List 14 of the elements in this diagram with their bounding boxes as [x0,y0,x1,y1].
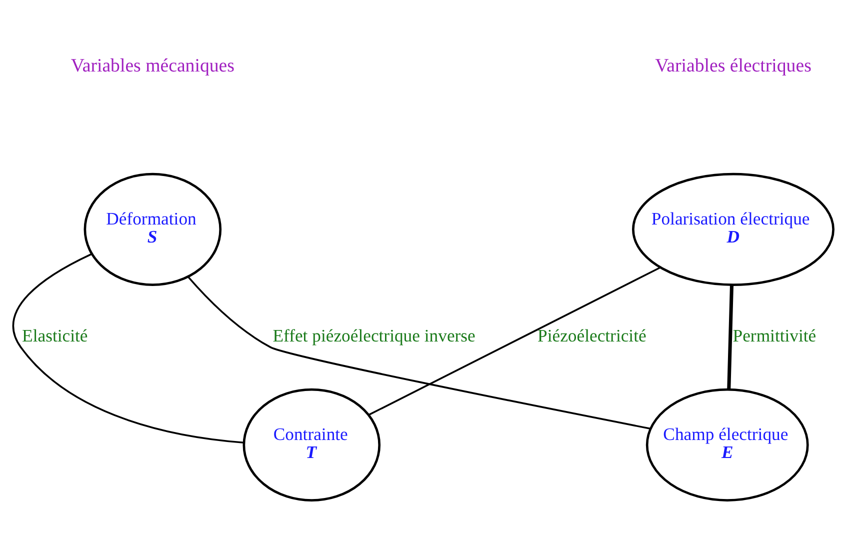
label: Variables mécaniques [70,54,234,76]
connector [368,266,661,416]
connector [12,252,244,443]
label: Variables électriques [655,54,812,76]
edge-label: Effet piézoélectrique inverse [272,324,476,345]
connector [188,276,650,430]
edge-label: Permittivité [732,324,816,345]
edge-label: Elasticité [22,324,88,345]
node-ellipse: Déformation S [84,172,222,286]
edge-label: Piézoélectricité [538,324,646,345]
connector [727,284,734,390]
node-ellipse: Champ électrique E [646,388,809,501]
node-ellipse: Polarisation électrique D [632,172,834,286]
node-ellipse: Contrainte T [242,388,381,501]
